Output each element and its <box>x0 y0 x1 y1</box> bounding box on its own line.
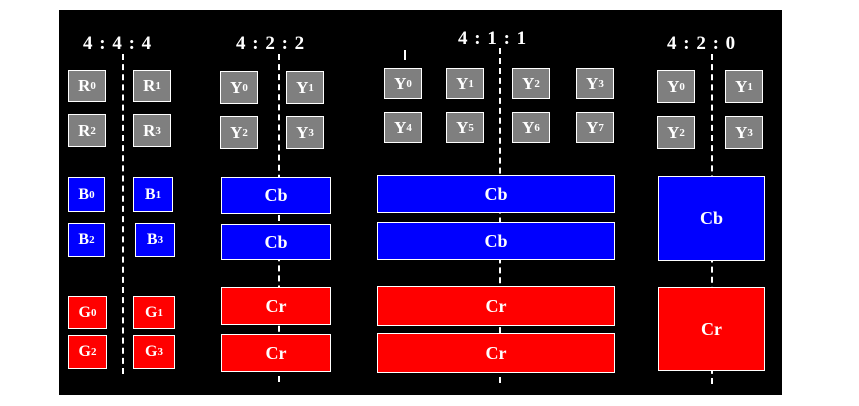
tick-411-left <box>404 50 406 60</box>
divider-422 <box>278 54 280 382</box>
diagram-panel: 4 : 4 : 4 4 : 2 : 2 4 : 1 : 1 4 : 2 : 0 … <box>59 10 782 395</box>
header-422: 4 : 2 : 2 <box>236 33 306 54</box>
sample-411-cb-top: Cb <box>377 175 615 213</box>
divider-411 <box>499 48 501 383</box>
header-444: 4 : 4 : 4 <box>83 33 153 54</box>
sample-420-cr: Cr <box>658 287 765 371</box>
sample-411-cr-bottom: Cr <box>377 333 615 373</box>
sample-422-cb-top: Cb <box>221 177 331 214</box>
divider-444 <box>122 54 124 374</box>
sample-411-cr-top: Cr <box>377 286 615 326</box>
sample-422-cr-bottom: Cr <box>221 334 331 372</box>
sample-422-cr-top: Cr <box>221 287 331 325</box>
header-411: 4 : 1 : 1 <box>458 28 528 49</box>
sample-422-cb-bottom: Cb <box>221 224 331 260</box>
sample-420-cb: Cb <box>658 176 765 261</box>
header-420: 4 : 2 : 0 <box>667 33 737 54</box>
sample-411-cb-bottom: Cb <box>377 222 615 260</box>
